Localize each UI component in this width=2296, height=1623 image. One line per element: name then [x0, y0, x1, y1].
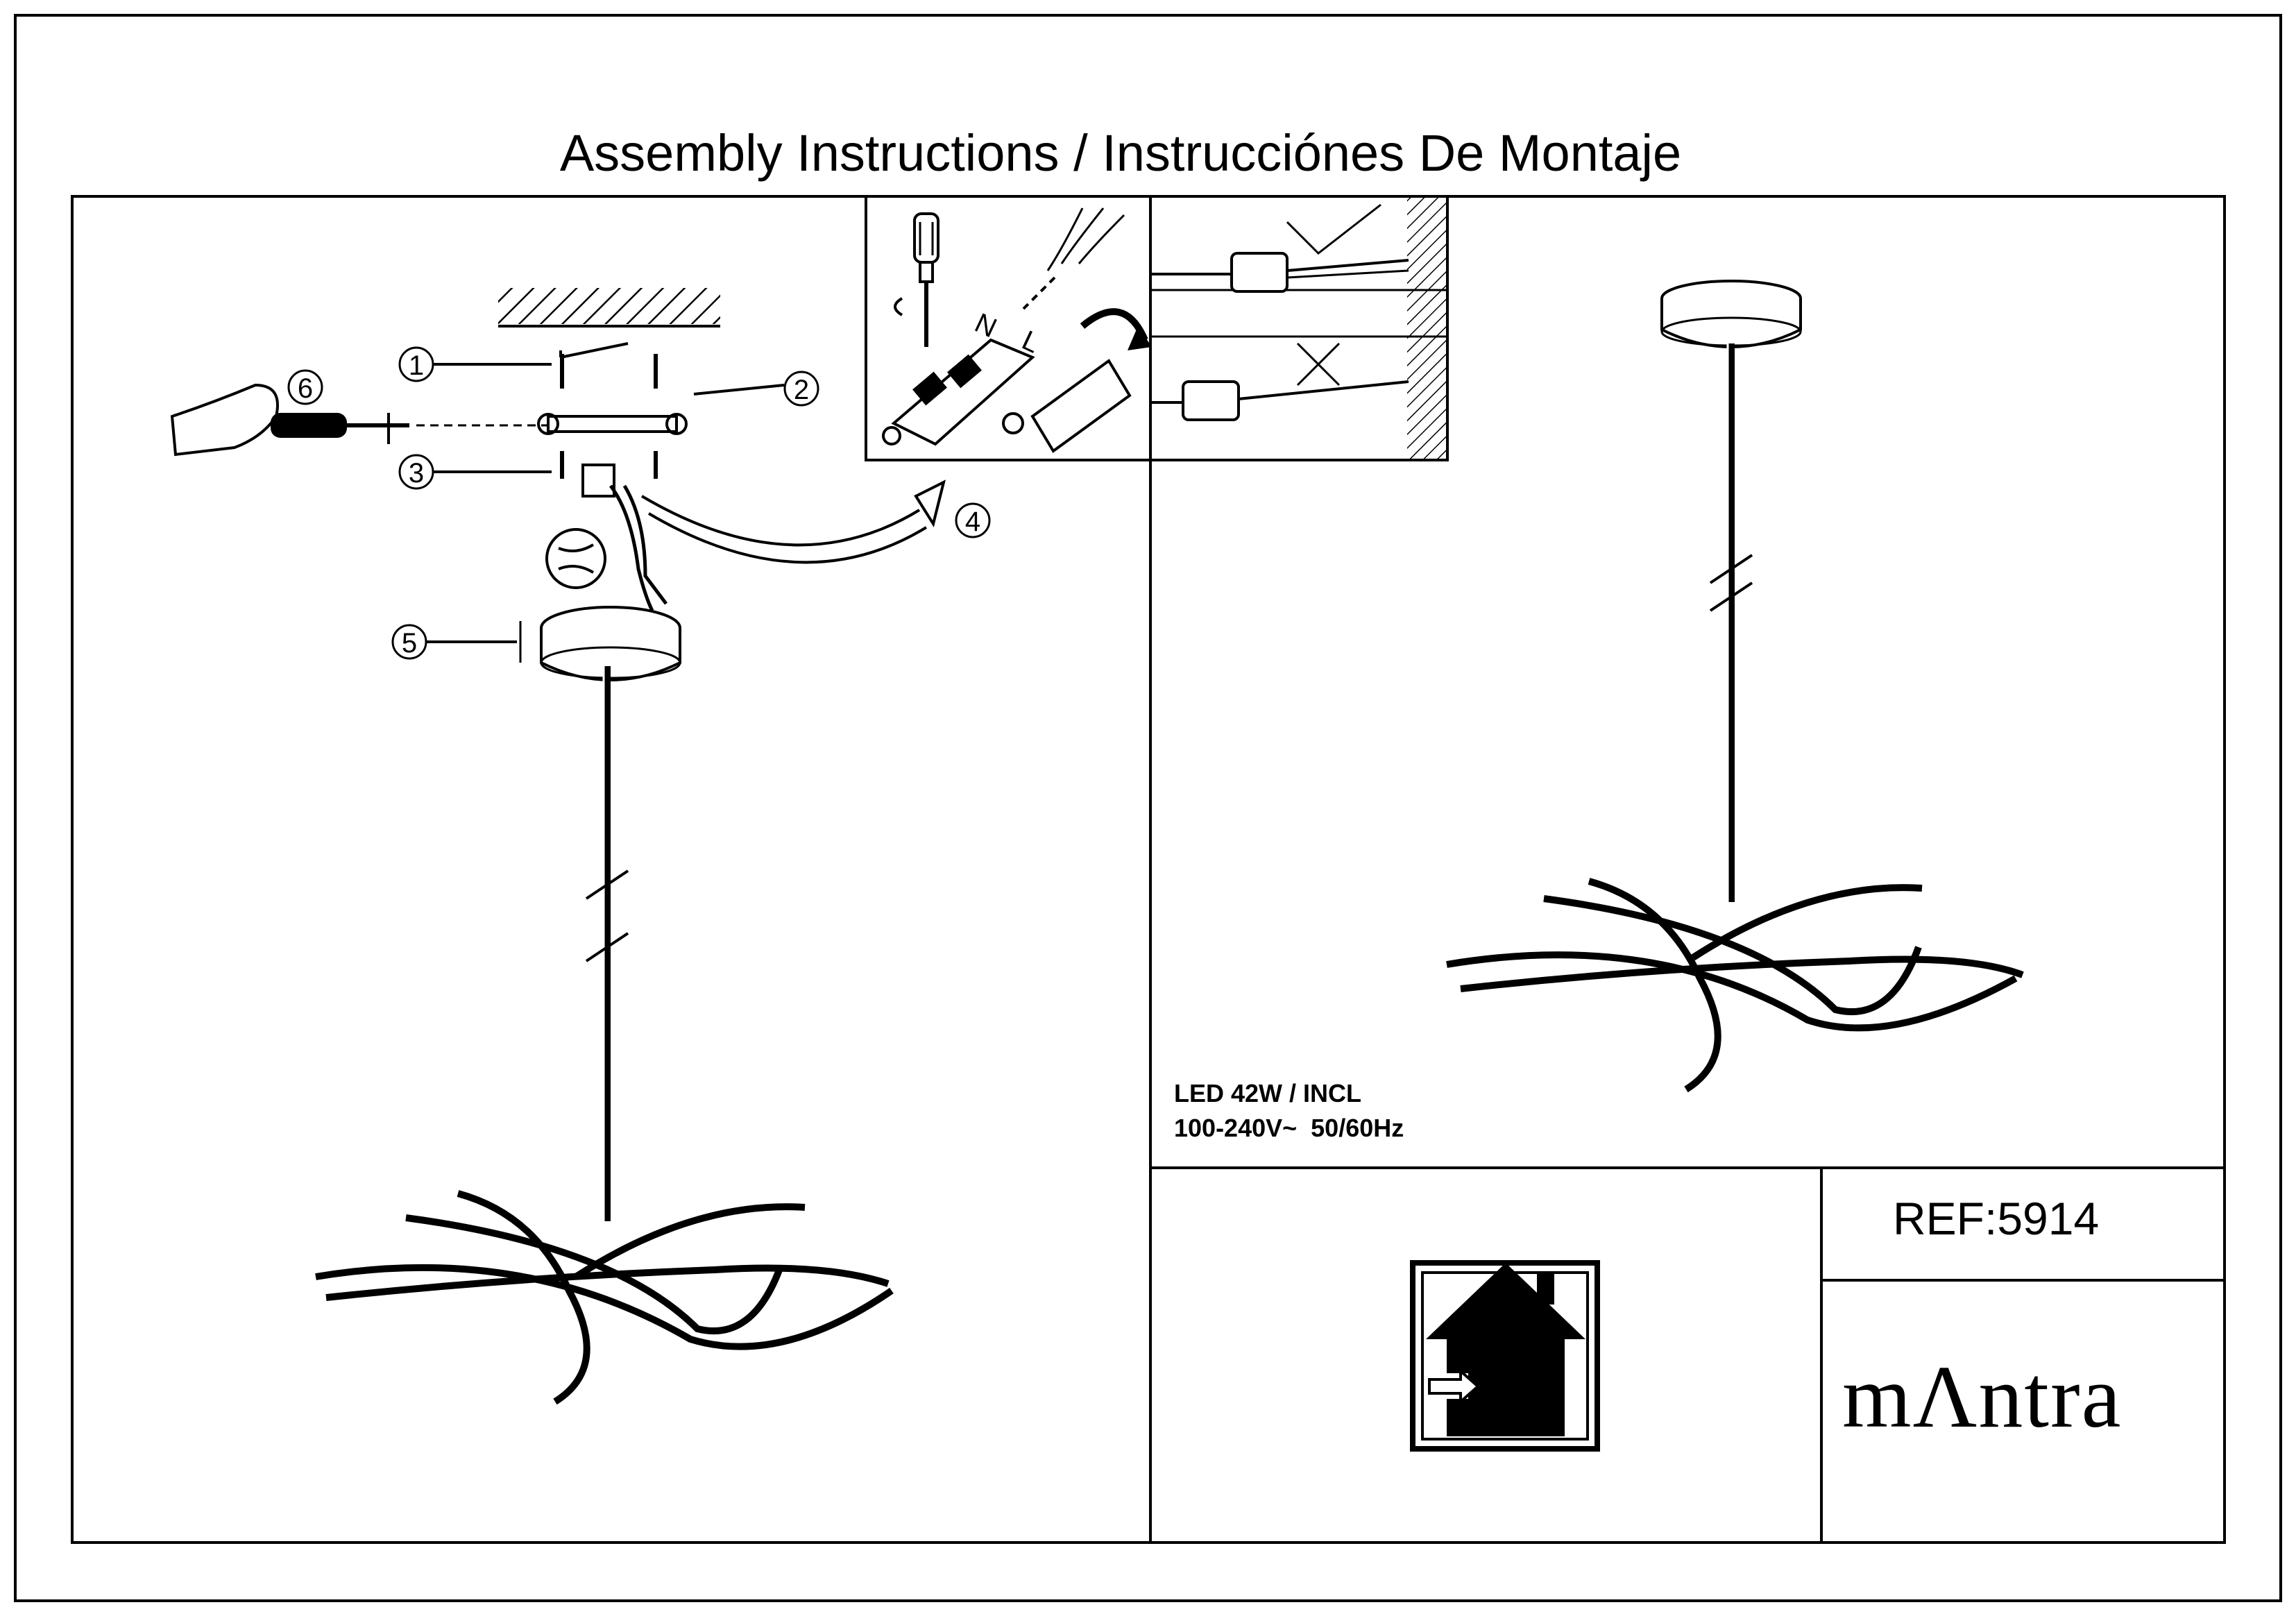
spec-voltage: 100-240V~ 50/60Hz: [1174, 1114, 1404, 1142]
callout-5: 5: [391, 624, 427, 660]
spec-power: LED 42W / INCL: [1174, 1079, 1362, 1107]
live-label: L: [1017, 325, 1044, 359]
terminal-block: [882, 338, 1035, 446]
led-fixture-right: [1446, 878, 2024, 1093]
svg-text:1: 1: [409, 350, 424, 381]
callout-2: 2: [783, 371, 819, 407]
assembled-lamp: [1446, 280, 2024, 1093]
callout-4: 4: [955, 502, 991, 538]
mounting-bracket: [547, 415, 678, 433]
brand-logo: mΛntra: [1842, 1348, 2123, 1446]
assembly-diagram: 1 2 3 4 5 6: [170, 288, 991, 1405]
callout-3: 3: [398, 454, 434, 490]
ceiling: [498, 288, 720, 324]
connector-incorrect: [1182, 380, 1240, 421]
svg-text:3: 3: [409, 458, 424, 488]
wiring-detail-panel: N L: [865, 195, 1449, 461]
connector-correct: [1230, 252, 1289, 293]
caution-symbol: [545, 528, 606, 589]
neutral-label: N: [970, 307, 1001, 343]
callout-6: 6: [287, 369, 323, 405]
indoor-use-icon: [1410, 1260, 1600, 1452]
led-fixture-left: [315, 1190, 894, 1405]
junction-box: [581, 464, 615, 498]
svg-text:5: 5: [402, 628, 417, 658]
page-title: Assembly Instructions / Instrucciónes De…: [559, 124, 1682, 182]
main-frame: [71, 195, 2226, 1544]
svg-text:4: 4: [965, 507, 980, 537]
callout-1: 1: [398, 346, 434, 382]
reference-number: REF:5914: [1893, 1193, 2100, 1244]
screwdriver-icon: [894, 212, 939, 347]
hand: [170, 383, 279, 457]
check-mark-icon: [1286, 203, 1381, 255]
cross-mark-icon: [1296, 342, 1341, 386]
outer-border: [14, 14, 2282, 1602]
svg-text:6: 6: [298, 373, 313, 404]
svg-text:2: 2: [794, 375, 809, 405]
